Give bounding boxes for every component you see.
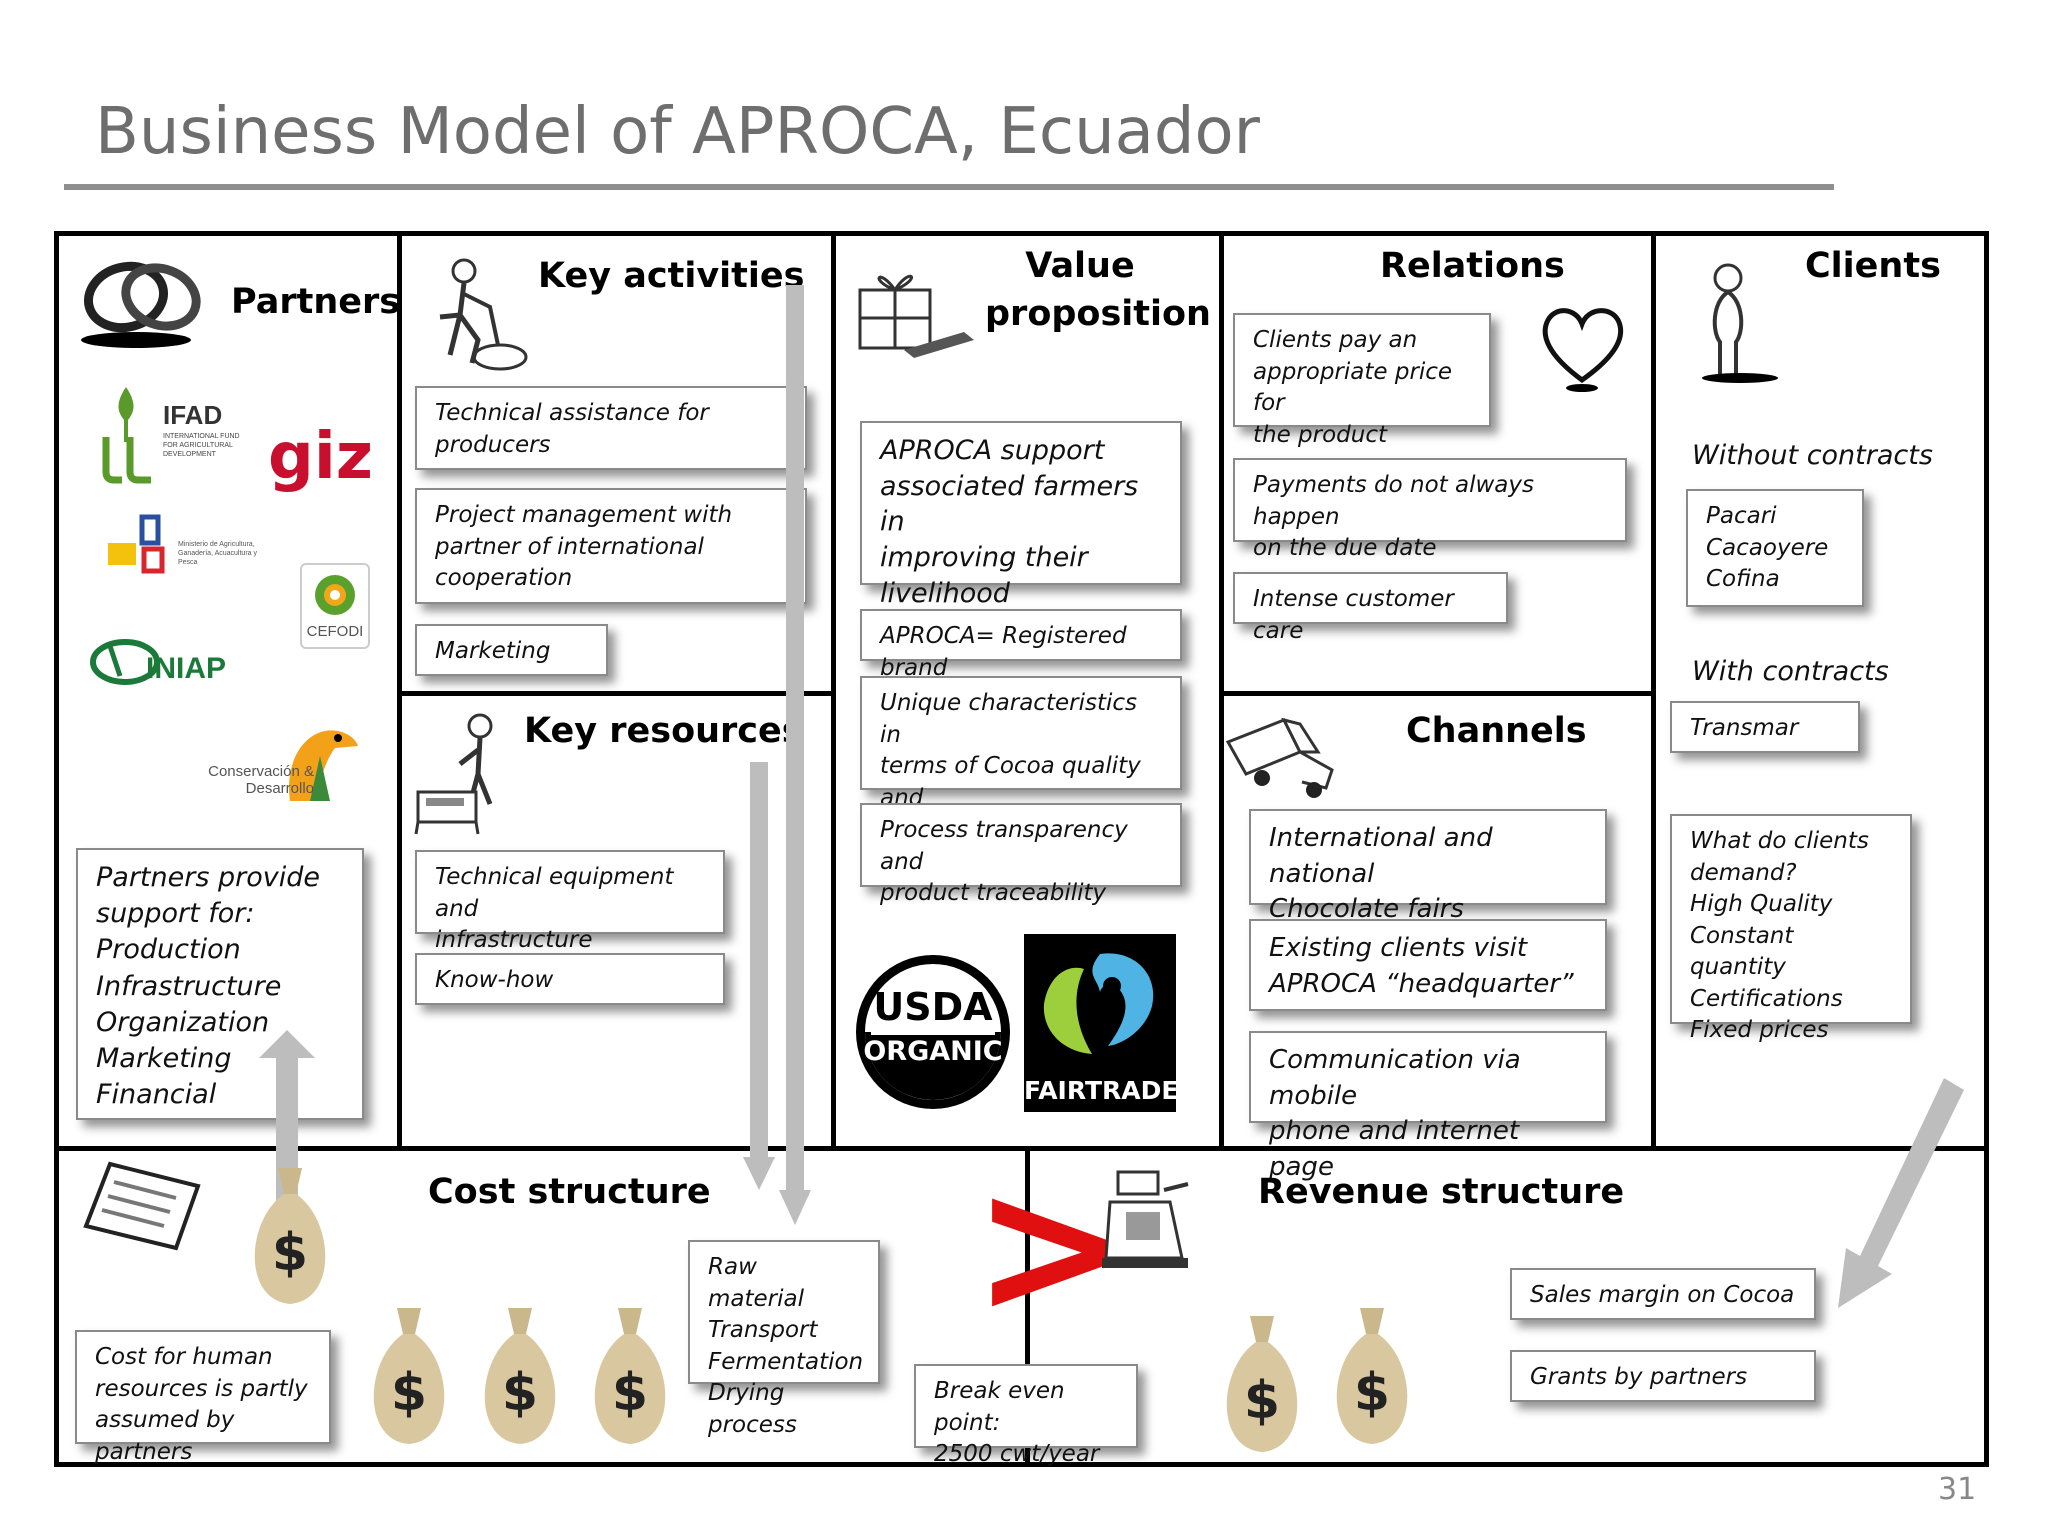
relation-box: Payments do not always happen on the due… <box>1233 458 1627 561</box>
client-box: Pacari Cacaoyere Cofina <box>1686 489 1864 607</box>
channel-box: Existing clients visit APROCA “headquart… <box>1249 919 1607 1011</box>
money-bag-icon: $ <box>484 1308 556 1444</box>
usda-organic-icon <box>856 955 1010 1109</box>
resource-box: Technical equipment and infrastructure <box>415 850 725 953</box>
money-bag-symbol: $ <box>1244 1371 1280 1431</box>
conservacion-logo-text: Conservación & Desarrollo <box>208 763 314 798</box>
client-demand-box: What do clients demand? High Quality Con… <box>1670 814 1912 1043</box>
heart-icon <box>1542 308 1624 392</box>
arrow-up-icon <box>259 1030 315 1225</box>
divider <box>59 1146 1985 1151</box>
iniap-logo-icon <box>90 639 160 685</box>
value-box: Unique characteristics in terms of Cocoa… <box>860 676 1182 874</box>
page-number: 31 <box>1938 1472 1977 1507</box>
channel-box: International and national Chocolate fai… <box>1249 809 1607 924</box>
activity-box: Technical assistance for producers <box>415 386 807 470</box>
ministry-logo-icon <box>108 514 165 574</box>
divider <box>1219 691 1656 696</box>
revenue-box: Grants by partners <box>1510 1350 1816 1402</box>
money-bag-symbol: $ <box>502 1363 538 1423</box>
relations-heading: Relations <box>1380 246 1565 286</box>
toucan-icon <box>289 730 358 801</box>
divider <box>1025 1146 1030 1464</box>
cefodi-label: CEFODI <box>306 623 364 640</box>
truck-icon <box>1225 717 1334 798</box>
giz-logo: giz <box>268 420 373 494</box>
key-activities-heading: Key activities <box>538 256 805 296</box>
partners-support-box: Partners provide support for: Production… <box>76 848 364 1120</box>
value-box: APROCA support associated farmers in imp… <box>860 421 1182 609</box>
worker-icon <box>439 258 528 371</box>
value-proposition-heading: Value proposition <box>985 246 1211 335</box>
relation-box: Intense customer care <box>1233 572 1508 644</box>
resource-box: Know-how <box>415 953 725 1005</box>
value-box: APROCA= Registered brand <box>860 609 1182 681</box>
arrow-down-icon <box>779 285 811 1225</box>
ministry-logo-text: Ministerio de Agricultura, Ganadería, Ac… <box>178 541 257 567</box>
key-resources-heading: Key resources <box>524 711 803 751</box>
cost-box: Raw material Transport Fermentation Dryi… <box>688 1240 880 1438</box>
clients-heading: Clients <box>1805 246 1941 286</box>
value-box: Process transparency and product traceab… <box>860 803 1182 906</box>
document-icon <box>83 1161 201 1251</box>
cost-box: Break even point: 2500 cwt/year <box>914 1364 1138 1467</box>
channels-heading: Channels <box>1406 711 1587 751</box>
fairtrade-emblem-icon <box>1043 953 1154 1054</box>
channel-box: Communication via mobile phone and inter… <box>1249 1031 1607 1182</box>
activity-box: Project management with partner of inter… <box>415 488 807 604</box>
money-bag-symbol: $ <box>272 1223 308 1283</box>
ifad-logo-icon <box>102 387 151 484</box>
usda-label: USDA <box>873 985 993 1029</box>
fairtrade-label: FAIRTRADE <box>1024 1076 1179 1105</box>
revenue-box: Sales margin on Cocoa <box>1510 1268 1816 1320</box>
relation-box: Clients pay an appropriate price for the… <box>1233 313 1491 448</box>
money-bag-symbol: $ <box>612 1363 648 1423</box>
money-bag-icon: $ <box>594 1308 666 1444</box>
cost-box: Cost for human resources is partly assum… <box>75 1330 331 1465</box>
ifad-logo-text: IFAD <box>163 400 223 430</box>
cost-structure-heading: Cost structure <box>428 1172 711 1212</box>
machine-worker-icon <box>414 713 493 835</box>
partners-heading: Partners <box>231 282 401 322</box>
person-icon <box>1702 263 1778 383</box>
greater-than-symbol: > <box>972 1136 1132 1357</box>
revenue-structure-heading: Revenue structure <box>1258 1172 1625 1212</box>
cefodi-emblem-icon <box>315 575 355 615</box>
rings-icon <box>81 261 201 348</box>
divider <box>397 691 836 696</box>
money-bag-icon: $ <box>1336 1308 1408 1444</box>
organic-label: ORGANIC <box>863 1036 1003 1067</box>
money-bag-icon: $ <box>254 1168 326 1304</box>
with-contracts-label: With contracts <box>1692 656 1889 687</box>
money-bag-symbol: $ <box>1354 1363 1390 1423</box>
gift-box-icon <box>858 274 974 358</box>
arrow-diagonal-icon <box>1838 1078 1964 1308</box>
cash-register-icon <box>1102 1170 1189 1268</box>
money-bag-icon: $ <box>1226 1316 1298 1452</box>
iniap-logo-text: INIAP <box>146 652 227 685</box>
arrow-down-icon <box>743 762 775 1190</box>
activity-box: Marketing <box>415 624 608 676</box>
client-box: Transmar <box>1670 701 1860 753</box>
cefodi-logo: CEFODI <box>300 563 370 649</box>
money-bag-icon: $ <box>373 1308 445 1444</box>
fairtrade-logo: FAIRTRADE <box>1024 934 1179 1112</box>
money-bag-symbol: $ <box>391 1363 427 1423</box>
without-contracts-label: Without contracts <box>1692 440 1933 471</box>
page-title: Business Model of APROCA, Ecuador <box>95 95 1260 169</box>
ifad-logo-subtitle: INTERNATIONAL FUND FOR AGRICULTURAL DEVE… <box>163 433 240 459</box>
title-underline <box>64 184 1834 190</box>
